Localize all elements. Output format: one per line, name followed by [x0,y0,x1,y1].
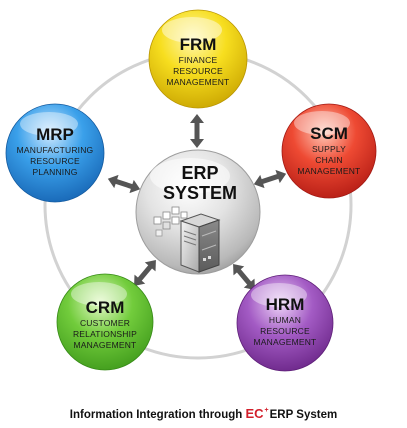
data-blocks-icon [153,206,188,237]
frm-sphere [148,9,248,109]
scm-sphere [281,103,377,199]
scm-node: SCM SUPPLY CHAIN MANAGEMENT [281,103,377,199]
scm-highlight [294,111,350,135]
crm-node: CRM CUSTOMER RELATIONSHIP MANAGEMENT [56,273,154,371]
caption-superscript: + [264,407,269,414]
erp-center-title-line1: ERP [181,163,218,183]
scm-line1: SUPPLY [312,144,346,154]
crm-highlight [71,282,127,306]
arrow-hrm [233,263,255,291]
hrm-highlight [251,283,307,307]
crm-abbr: CRM [86,298,125,317]
caption-prefix: Information Integration through [69,409,246,421]
mrp-node: MRP MANUFACTURING RESOURCE PLANNING [5,103,105,203]
hrm-abbr: HRM [266,295,305,314]
hrm-node: HRM HUMAN RESOURCE MANAGEMENT [236,274,334,372]
crm-line2: RELATIONSHIP [73,329,137,339]
mrp-abbr: MRP [36,125,74,144]
erp-center-highlight [150,158,230,194]
caption-suffix: ERP System [269,409,338,421]
mrp-line1: MANUFACTURING [17,145,94,155]
erp-center-title-line2: SYSTEM [163,183,237,203]
connector-arrows [107,114,287,291]
frm-node: FRM FINANCE RESOURCE MANAGEMENT [148,9,248,109]
hrm-line2: RESOURCE [260,326,310,336]
frm-abbr: FRM [180,35,217,54]
hrm-line3: MANAGEMENT [254,337,317,347]
frm-line1: FINANCE [179,55,218,65]
crm-line3: MANAGEMENT [74,340,137,350]
arrow-frm [190,114,204,148]
hrm-sphere [236,274,334,372]
crm-sphere [56,273,154,371]
crm-line1: CUSTOMER [80,318,130,328]
mrp-line3: PLANNING [32,167,77,177]
diagram-caption: Information Integration through EC+ERP S… [0,406,407,421]
caption-brand: EC [245,406,264,421]
scm-line2: CHAIN [315,155,342,165]
mrp-line2: RESOURCE [30,156,80,166]
hrm-line1: HUMAN [269,315,301,325]
arrow-scm [253,169,287,189]
scm-line3: MANAGEMENT [298,166,361,176]
mrp-sphere [5,103,105,203]
arrow-crm [134,259,156,287]
frm-highlight [162,17,222,43]
server-icon [179,213,221,273]
frm-line3: MANAGEMENT [167,77,230,87]
erp-center-node: ERP SYSTEM [135,149,261,275]
scm-abbr: SCM [310,124,348,143]
arrow-mrp [107,174,141,194]
frm-line2: RESOURCE [173,66,223,76]
mrp-highlight [20,112,78,136]
